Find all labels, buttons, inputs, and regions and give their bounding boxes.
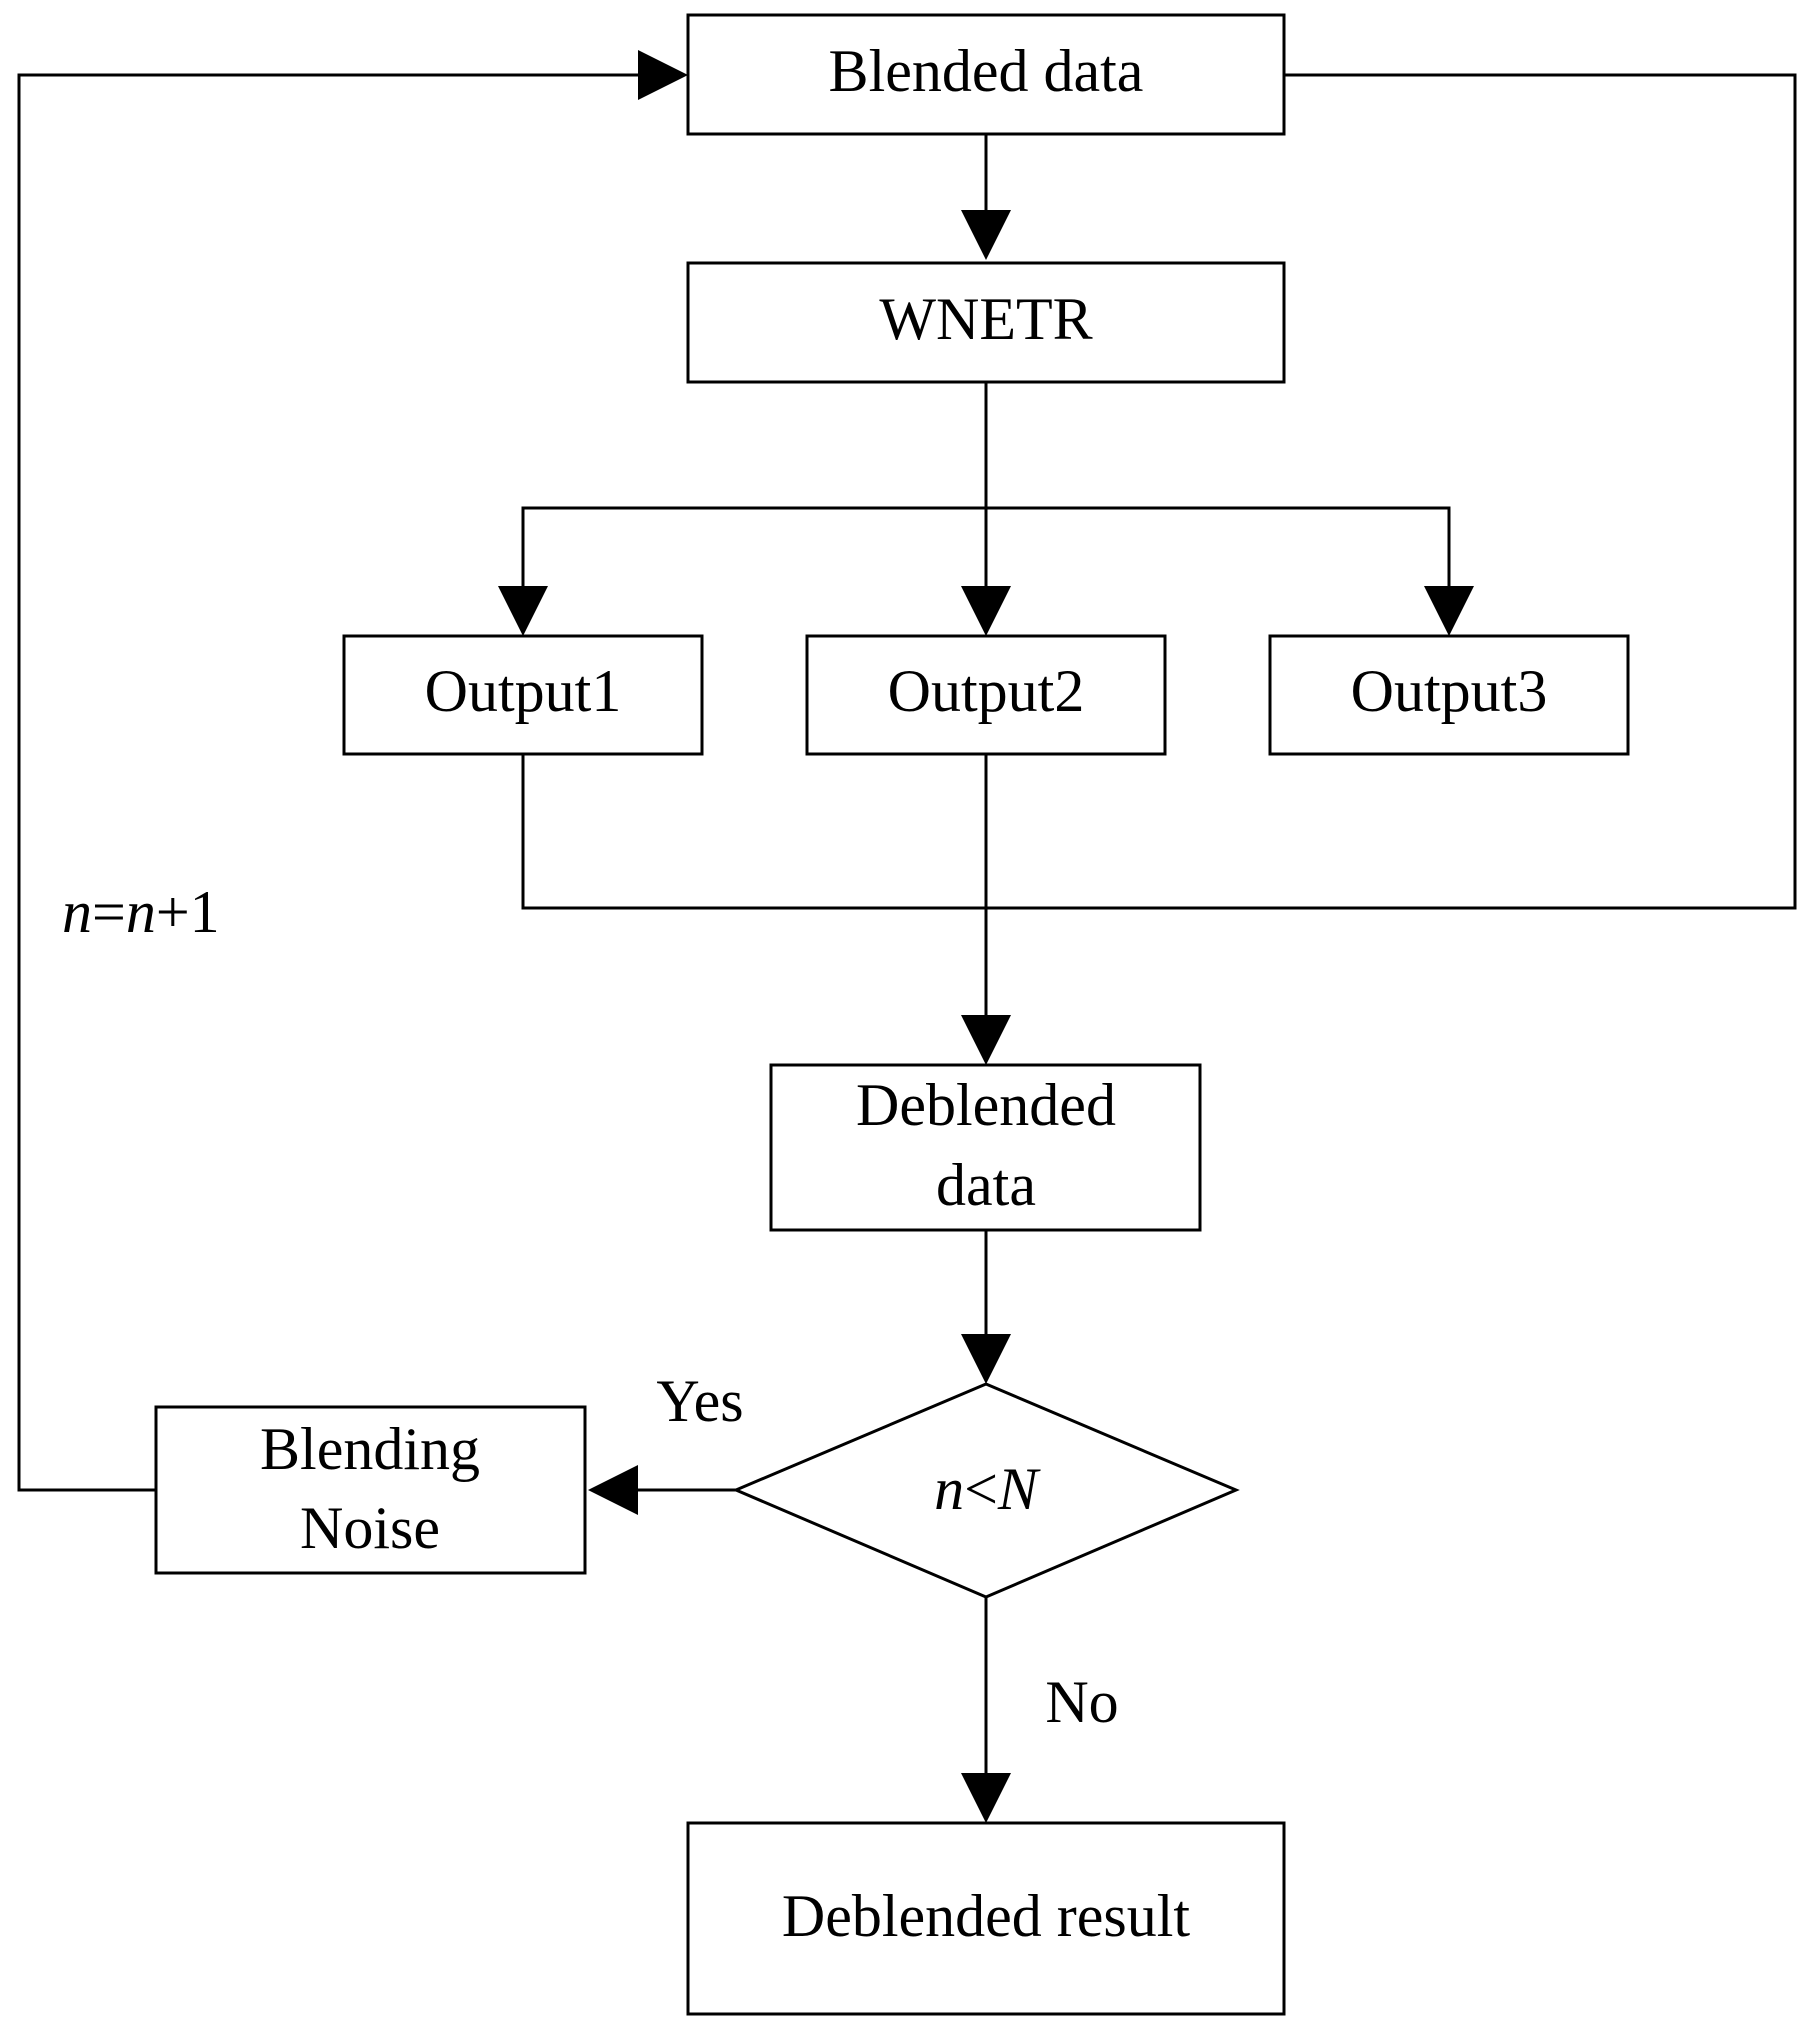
arrowhead-blending-noise (588, 1465, 638, 1515)
edge-label-yes: Yes (656, 1368, 743, 1434)
node-blending-noise-line2: Noise (300, 1495, 440, 1561)
edge-label-loop: n=n+1 (62, 879, 220, 945)
node-output2-box (805, 634, 1167, 756)
decision-op: < (964, 1456, 998, 1522)
node-deblended-data-line1: Deblended (856, 1072, 1116, 1138)
arrowhead-output1 (498, 586, 548, 636)
node-decision-label: n<N (934, 1456, 1041, 1522)
node-wnetr: WNETR (686, 261, 1286, 384)
loop-n1: n (62, 879, 92, 945)
arrowhead-deblended-data (961, 1015, 1011, 1065)
edge-output1-merge (521, 73, 1797, 910)
node-output1: Output1 (342, 634, 704, 756)
arrowhead-wnetr (961, 210, 1011, 260)
node-decision-diamond (732, 1382, 1240, 1599)
loop-n2: n (126, 879, 156, 945)
loop-inc: +1 (156, 879, 220, 945)
node-deblended-data-line2: data (936, 1152, 1036, 1218)
decision-var-N: N (997, 1456, 1041, 1522)
node-blending-noise-line1: Blending (260, 1416, 480, 1482)
node-decision: n<N (732, 1382, 1240, 1599)
node-deblended-result-box (686, 1821, 1286, 2016)
node-output3-box (1268, 634, 1630, 756)
node-deblended-result: Deblended result (686, 1821, 1286, 2016)
arrowhead-blended-data (638, 50, 688, 100)
arrowhead-deblended-result (961, 1773, 1011, 1823)
node-deblended-data-box (769, 1063, 1202, 1232)
node-blending-noise: Blending Noise (154, 1405, 587, 1575)
node-output1-label: Output1 (425, 658, 622, 724)
arrowhead-decision (961, 1334, 1011, 1384)
node-blended-data-label: Blended data (829, 38, 1144, 104)
decision-var-n: n (934, 1456, 964, 1522)
node-output3-label: Output3 (1351, 658, 1548, 724)
node-output1-box (342, 634, 704, 756)
node-wnetr-label: WNETR (879, 286, 1092, 352)
node-blended-data: Blended data (686, 13, 1286, 136)
node-output2: Output2 (805, 634, 1167, 756)
arrowhead-output3 (1424, 586, 1474, 636)
edge-label-no: No (1045, 1669, 1118, 1735)
node-blending-noise-box (154, 1405, 587, 1575)
node-blended-data-box (686, 13, 1286, 136)
node-deblended-result-label: Deblended result (782, 1883, 1191, 1949)
node-wnetr-box (686, 261, 1286, 384)
node-output2-label: Output2 (888, 658, 1085, 724)
node-deblended-data: Deblended data (769, 1063, 1202, 1232)
edges (17, 50, 1797, 1823)
loop-eq: = (92, 879, 126, 945)
arrowhead-output2 (961, 586, 1011, 636)
node-output3: Output3 (1268, 634, 1630, 756)
edge-loop-back (17, 73, 660, 1492)
